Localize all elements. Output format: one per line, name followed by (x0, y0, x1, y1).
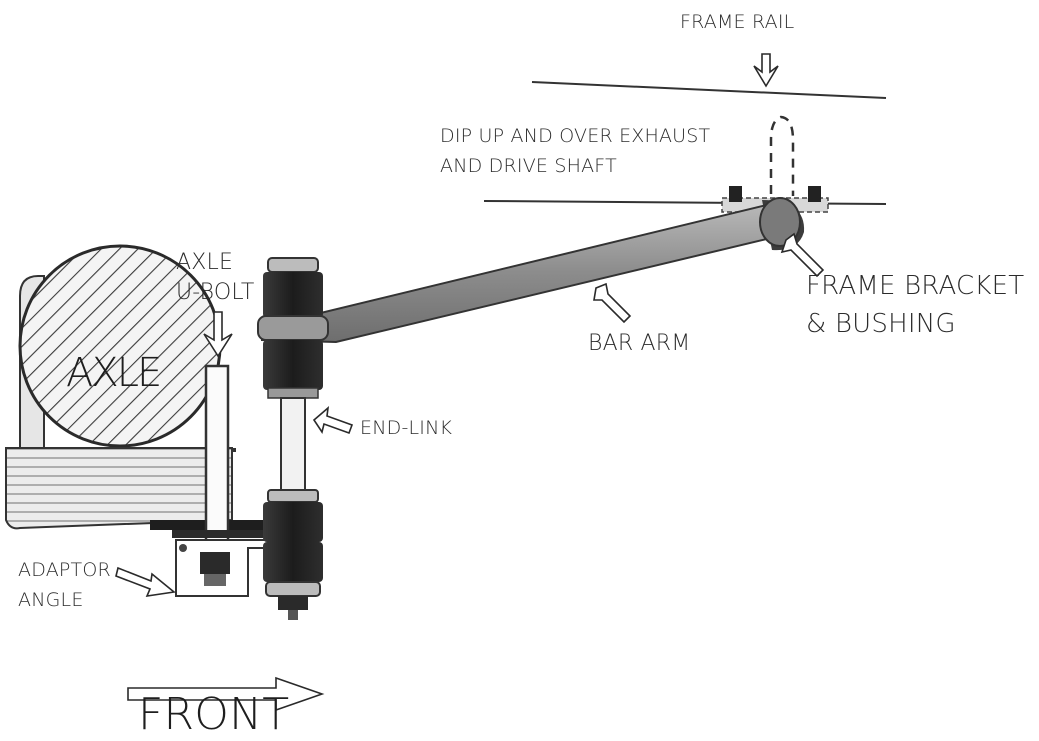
label-end-link: END-LINK (360, 417, 453, 439)
axle-circle (18, 244, 222, 448)
label-frame-bracket-line1: FRAME BRACKET (806, 271, 1025, 301)
leaf-spring (5, 447, 233, 530)
label-axle: AXLE (66, 350, 162, 396)
label-frame-rail: FRAME RAIL (680, 11, 795, 33)
label-dip-line2: AND DRIVE SHAFT (440, 155, 617, 177)
hollow-arrow-icon (115, 53, 825, 712)
label-axle-ubolt-line2: U-BOLT (176, 280, 255, 305)
bar-arm (261, 201, 801, 344)
label-frame-bracket-line2: & BUSHING (806, 309, 956, 339)
label-bar-arm: BAR ARM (588, 331, 691, 356)
dip-dashed-outline (769, 115, 795, 196)
label-adaptor-line1: ADAPTOR (18, 559, 111, 581)
label-dip-line1: DIP UP AND OVER EXHAUST (440, 125, 711, 147)
label-axle-ubolt-line1: AXLE (176, 250, 234, 275)
label-front: FRONT (138, 689, 290, 740)
frame-rail-line (531, 81, 887, 99)
end-link (257, 257, 329, 620)
label-adaptor-line2: ANGLE (18, 589, 84, 611)
